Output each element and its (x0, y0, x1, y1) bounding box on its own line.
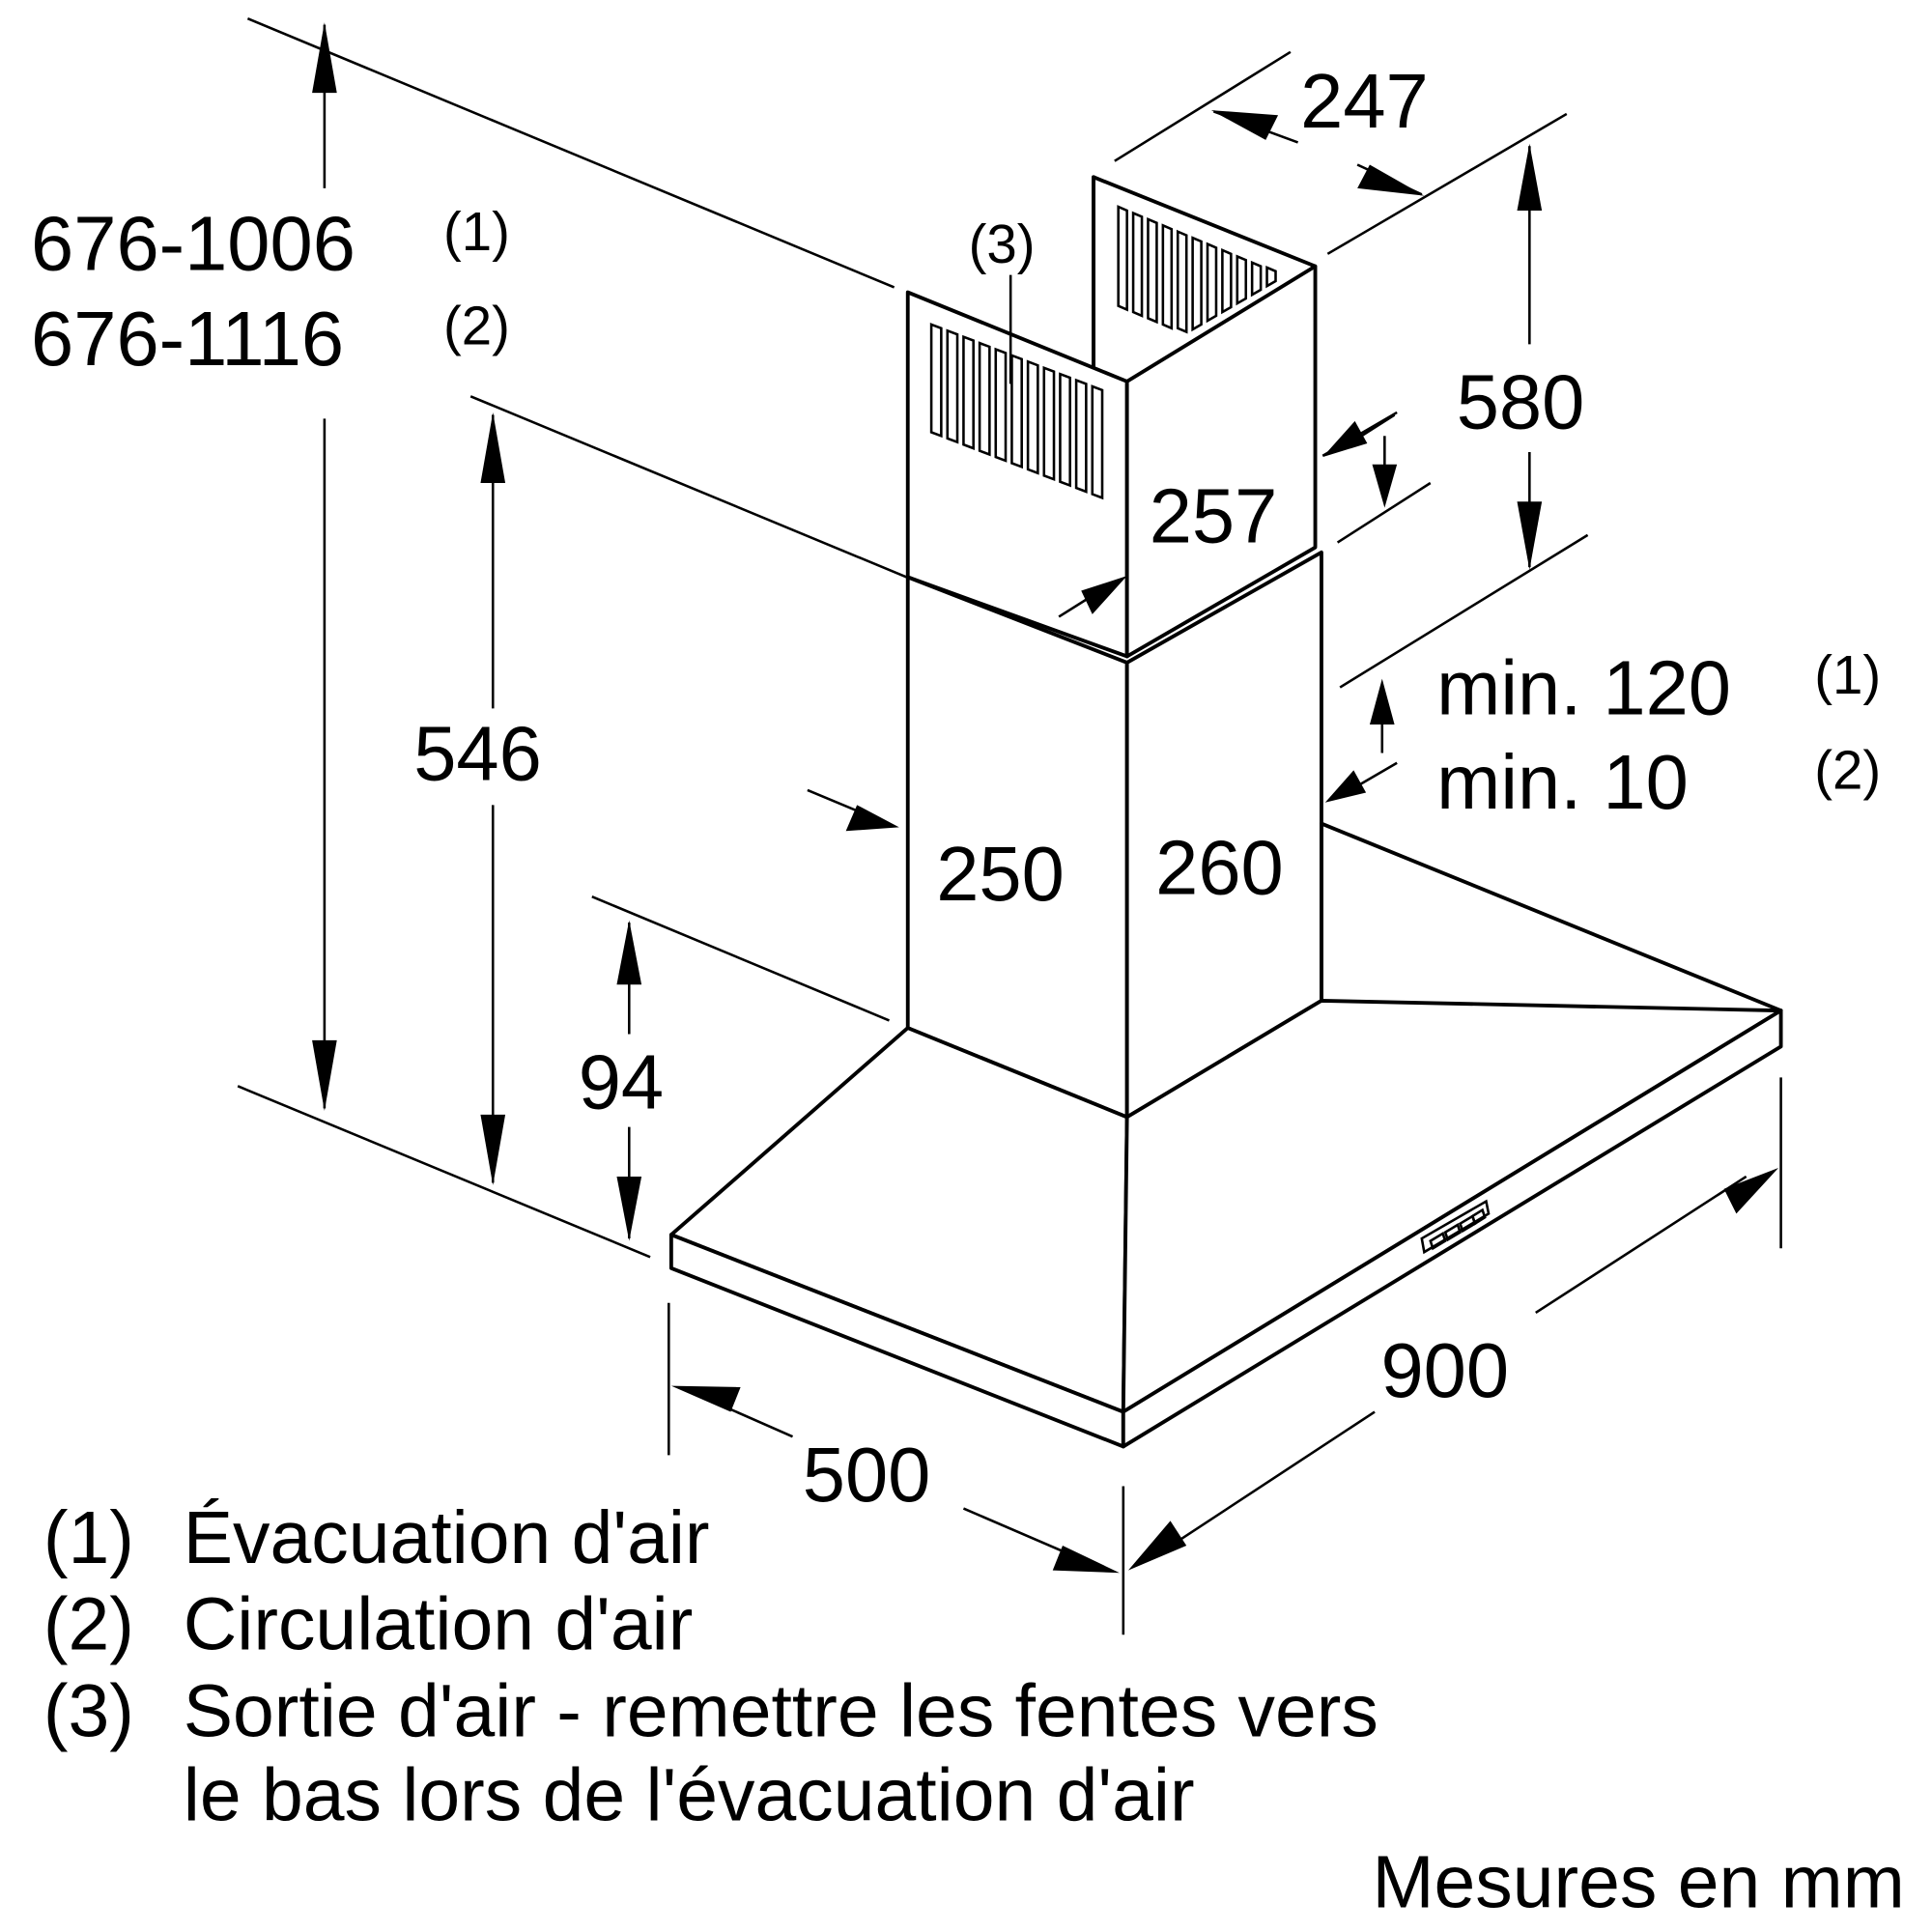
dim-canopy-height: 94 (579, 1038, 664, 1124)
dimension-arrows (312, 22, 1779, 1574)
legend-text-3: Sortie d'air - remettre les fentes vers (184, 1669, 1378, 1752)
vent-slots-left (929, 323, 1104, 500)
dim-canopy-depth: 500 (803, 1432, 931, 1518)
legend-ref-3: (3) (43, 1669, 134, 1752)
dim-total-height-2-ref: (2) (443, 295, 510, 355)
dim-total-height-2: 676-1116 (31, 296, 344, 382)
dim-canopy-width: 900 (1380, 1327, 1509, 1413)
dim-upper-width: 257 (1150, 473, 1278, 559)
dim-lower-depth: 250 (936, 831, 1065, 917)
legend-ref-1: (1) (43, 1496, 134, 1579)
unit-note: Mesures en mm (1372, 1840, 1904, 1923)
dim-upper-depth: 247 (1300, 58, 1429, 144)
lower-chimney (905, 550, 1323, 1120)
dim-gap-min-2: min. 10 (1436, 739, 1689, 825)
legend-ref-2: (2) (43, 1583, 134, 1666)
vent-callout-label: (3) (969, 213, 1036, 274)
dim-total-height-1: 676-1006 (31, 200, 355, 286)
legend: (1) Évacuation d'air (2) Circulation d'a… (43, 1496, 1378, 1837)
dim-upper-height: 580 (1457, 359, 1585, 445)
dim-lower-width: 260 (1155, 825, 1284, 911)
dim-gap-min-1-ref: (1) (1814, 644, 1881, 705)
vent-slots-back (1117, 205, 1277, 334)
dim-gap-min-2-ref: (2) (1814, 740, 1881, 801)
legend-text-1: Évacuation d'air (184, 1496, 710, 1579)
control-panel[interactable] (1420, 1199, 1491, 1255)
legend-text-3-cont: le bas lors de l'évacuation d'air (184, 1754, 1195, 1837)
dim-gap-min-1: min. 120 (1436, 645, 1731, 731)
legend-text-2: Circulation d'air (184, 1583, 694, 1666)
dimension-labels: 676-1006 (1) 676-1116 (2) 546 94 247 580… (31, 58, 1881, 1518)
dim-total-height-1-ref: (1) (443, 201, 510, 262)
dim-chimney-lower-height: 546 (413, 711, 542, 797)
